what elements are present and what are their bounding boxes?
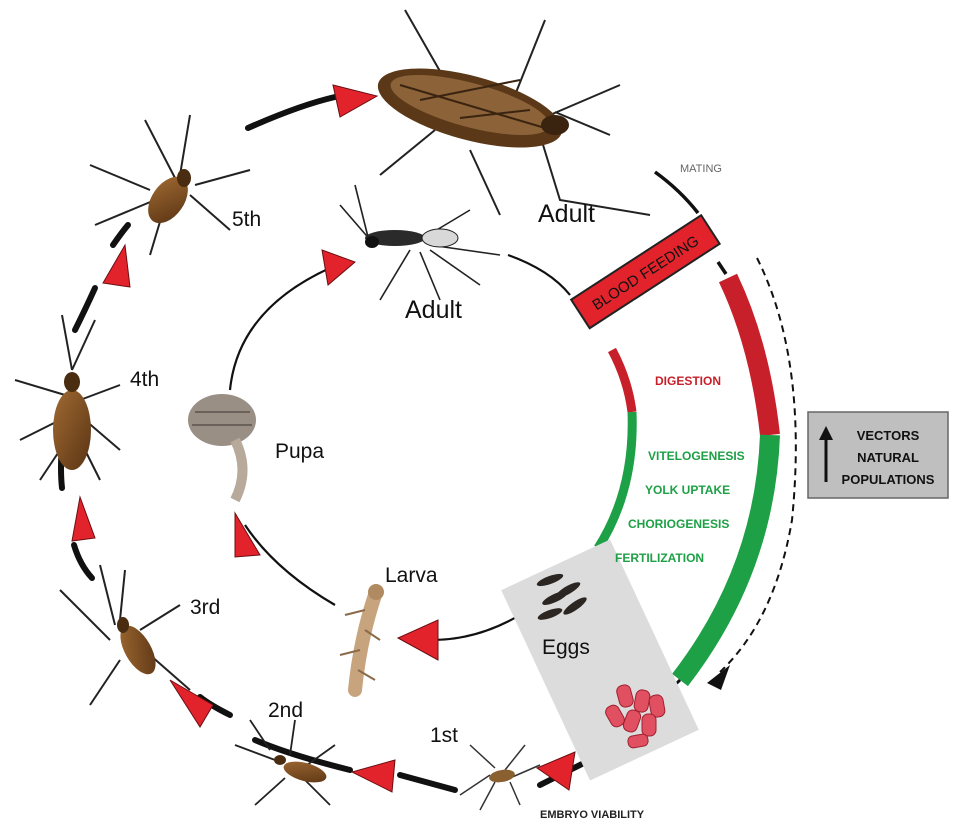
arrow-3rd-to-4th [72, 497, 95, 541]
arrow-4th-to-5th [103, 245, 130, 287]
fifth-instar-label: 5th [232, 208, 261, 231]
arrow-pupa-to-adult [322, 250, 355, 285]
outer-digestion-arc [728, 278, 770, 435]
eggs-panel [501, 539, 699, 780]
vectors-line2: NATURAL [857, 450, 919, 465]
eggs-label: Eggs [542, 636, 590, 659]
arrow-1st-to-2nd [352, 760, 395, 792]
mosquito-adult-label: Adult [405, 296, 462, 324]
adult-mosquito-image [340, 185, 500, 300]
pupa-image [188, 394, 256, 500]
arrow-eggs-to-larva [398, 620, 438, 660]
yolk-uptake-label: YOLK UPTAKE [645, 483, 730, 497]
larva-image [340, 584, 384, 690]
dashed-arc-arrowhead [707, 665, 730, 690]
third-instar-image [60, 565, 190, 705]
fourth-instar-label: 4th [130, 368, 159, 391]
adult-triatomine-image [370, 10, 650, 215]
second-instar-label: 2nd [268, 699, 303, 722]
vectors-natural-populations-box: VECTORS NATURAL POPULATIONS [808, 412, 948, 498]
outer-cycle-arrows [72, 85, 575, 792]
mating-connector [655, 172, 698, 213]
vectors-line3: POPULATIONS [842, 472, 935, 487]
arrow-2nd-to-3rd [170, 680, 213, 727]
digestion-label: DIGESTION [655, 374, 721, 388]
arrow-5th-to-adult [333, 85, 377, 117]
fourth-instar-image [15, 315, 120, 480]
blood-feeding-connector [718, 262, 726, 274]
choriogenesis-label: CHORIOGENESIS [628, 517, 729, 531]
mating-label: MATING [680, 163, 722, 175]
fertilization-label: FERTILIZATION [615, 551, 704, 565]
vectors-line1: VECTORS [857, 428, 920, 443]
embryo-viability-label: EMBRYO VIABILITY [540, 809, 645, 821]
third-instar-label: 3rd [190, 596, 220, 619]
blood-feeding-box: BLOOD FEEDING [571, 215, 720, 328]
triatomine-adult-label: Adult [538, 200, 595, 228]
blood-feeding-label: BLOOD FEEDING [589, 233, 702, 314]
fifth-instar-image [90, 115, 250, 255]
first-instar-label: 1st [430, 724, 458, 747]
inner-digestion-arc [612, 350, 632, 412]
outer-cycle-connectors [61, 97, 590, 790]
arrow-larva-to-pupa [235, 513, 260, 557]
pupa-label: Pupa [275, 440, 324, 463]
first-instar-image [460, 745, 540, 810]
vitelogenesis-label: VITELOGENESIS [648, 449, 745, 463]
larva-label: Larva [385, 564, 438, 587]
